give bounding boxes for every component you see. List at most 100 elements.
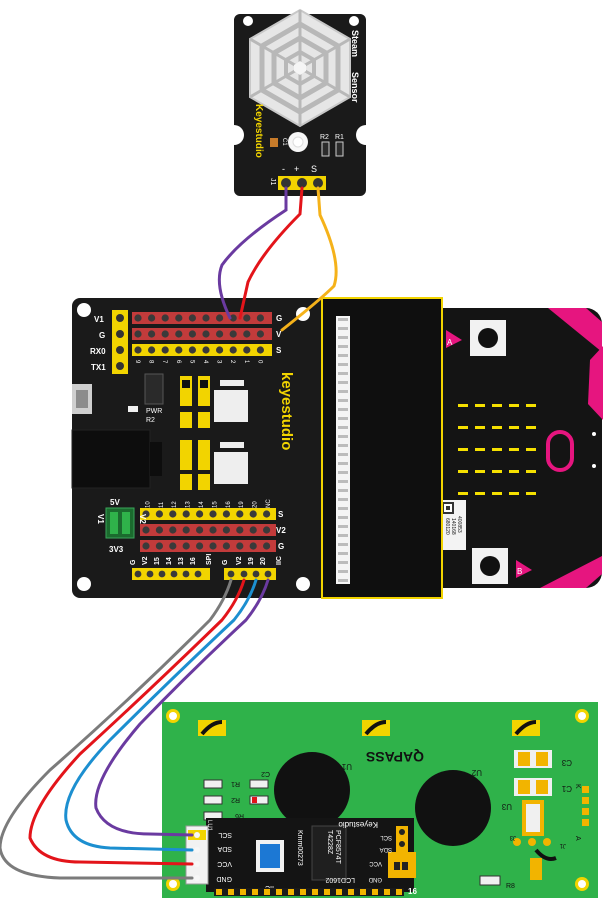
top-pin-rows bbox=[132, 312, 272, 356]
backpack-lcd-model: LCD1602 bbox=[325, 876, 355, 883]
pin-socket[interactable] bbox=[188, 314, 196, 322]
pin-socket[interactable] bbox=[229, 314, 237, 322]
pin-socket[interactable] bbox=[216, 330, 224, 338]
lcd-pin-scl[interactable] bbox=[194, 832, 200, 838]
pin-socket[interactable] bbox=[209, 510, 217, 518]
sensor-pin-vcc[interactable] bbox=[297, 178, 307, 188]
lcd-pin-gnd[interactable] bbox=[194, 875, 200, 881]
pin-socket[interactable] bbox=[256, 346, 264, 354]
pin-socket[interactable] bbox=[222, 526, 230, 534]
bottom-pin-label: NC bbox=[266, 499, 272, 508]
pin-socket[interactable] bbox=[175, 314, 183, 322]
iic-pin[interactable] bbox=[264, 570, 272, 578]
pin-socket[interactable] bbox=[263, 510, 271, 518]
lcd-pin-vcc[interactable] bbox=[194, 861, 200, 867]
pin-socket[interactable] bbox=[169, 526, 177, 534]
spi-pin[interactable] bbox=[158, 570, 166, 578]
pin-socket[interactable] bbox=[175, 330, 183, 338]
pin-socket[interactable] bbox=[222, 510, 230, 518]
iic-pin[interactable] bbox=[252, 570, 260, 578]
pin-socket[interactable] bbox=[209, 542, 217, 550]
pin-socket[interactable] bbox=[155, 510, 163, 518]
sensor-mount-hole-right bbox=[349, 16, 359, 26]
microbit-touch-logo[interactable] bbox=[546, 430, 574, 472]
pin-socket[interactable] bbox=[249, 542, 257, 550]
pin-socket[interactable] bbox=[182, 526, 190, 534]
pin-socket[interactable] bbox=[236, 542, 244, 550]
lcd-pin-sda[interactable] bbox=[194, 847, 200, 853]
bottom-pin-label: 12 bbox=[172, 501, 178, 508]
lcd-pin-header-label: LU1 bbox=[206, 820, 212, 832]
pin-socket[interactable] bbox=[256, 314, 264, 322]
qr-text-1: 400853 bbox=[456, 516, 462, 533]
pin-socket[interactable] bbox=[202, 330, 210, 338]
pin-socket[interactable] bbox=[222, 542, 230, 550]
pwr-led bbox=[128, 406, 138, 412]
pin-socket[interactable] bbox=[196, 542, 204, 550]
sensor-pin-signal[interactable] bbox=[313, 178, 323, 188]
pin-socket[interactable] bbox=[209, 526, 217, 534]
pin-socket[interactable] bbox=[148, 330, 156, 338]
spi-pin[interactable] bbox=[146, 570, 154, 578]
bottom-pin-rows bbox=[140, 508, 276, 552]
pin-socket[interactable] bbox=[202, 346, 210, 354]
power-switch[interactable] bbox=[144, 373, 164, 405]
pin-socket[interactable] bbox=[182, 510, 190, 518]
pin-socket[interactable] bbox=[256, 330, 264, 338]
sensor-pin-gnd[interactable] bbox=[281, 178, 291, 188]
pin-socket[interactable] bbox=[169, 542, 177, 550]
top-pin-label: 4 bbox=[202, 360, 208, 364]
pin-socket[interactable] bbox=[202, 314, 210, 322]
pin-socket[interactable] bbox=[249, 526, 257, 534]
pin-socket[interactable] bbox=[182, 542, 190, 550]
pin-socket[interactable] bbox=[142, 510, 150, 518]
pin-socket[interactable] bbox=[236, 510, 244, 518]
pin-socket[interactable] bbox=[229, 330, 237, 338]
pin-socket[interactable] bbox=[155, 526, 163, 534]
pin-socket[interactable] bbox=[243, 346, 251, 354]
pin-socket[interactable] bbox=[188, 346, 196, 354]
pin-socket[interactable] bbox=[263, 526, 271, 534]
pin-socket[interactable] bbox=[161, 314, 169, 322]
microbit-button-b[interactable] bbox=[472, 548, 508, 584]
pin-socket[interactable] bbox=[142, 526, 150, 534]
pin-socket[interactable] bbox=[249, 510, 257, 518]
pin-socket[interactable] bbox=[161, 330, 169, 338]
pin-socket[interactable] bbox=[216, 314, 224, 322]
spi-pin[interactable] bbox=[170, 570, 178, 578]
matrix-led bbox=[475, 492, 485, 495]
pin-socket[interactable] bbox=[236, 526, 244, 534]
pin-socket[interactable] bbox=[175, 346, 183, 354]
pin-socket[interactable] bbox=[161, 346, 169, 354]
pin-socket[interactable] bbox=[263, 542, 271, 550]
spi-pin[interactable] bbox=[182, 570, 190, 578]
pin-socket[interactable] bbox=[148, 346, 156, 354]
pin-socket[interactable] bbox=[188, 330, 196, 338]
pin-socket[interactable] bbox=[134, 314, 142, 322]
edge-contact bbox=[338, 543, 348, 546]
pin-socket[interactable] bbox=[148, 314, 156, 322]
iic-pin[interactable] bbox=[240, 570, 248, 578]
pin-socket[interactable] bbox=[243, 330, 251, 338]
pin-socket[interactable] bbox=[169, 510, 177, 518]
pin-socket[interactable] bbox=[243, 314, 251, 322]
pin-socket[interactable] bbox=[134, 346, 142, 354]
pin-socket[interactable] bbox=[134, 330, 142, 338]
edge-contact bbox=[338, 390, 348, 393]
iic-pin[interactable] bbox=[227, 570, 235, 578]
pin-socket[interactable] bbox=[142, 542, 150, 550]
microbit-pink-corner-top bbox=[548, 308, 602, 352]
spi-pin[interactable] bbox=[194, 570, 202, 578]
microbit-button-a[interactable] bbox=[470, 320, 506, 356]
spi-pin[interactable] bbox=[134, 570, 142, 578]
pin-socket[interactable] bbox=[216, 346, 224, 354]
pin-socket[interactable] bbox=[155, 542, 163, 550]
pin-socket[interactable] bbox=[229, 346, 237, 354]
power-jack bbox=[71, 429, 151, 489]
pin-socket[interactable] bbox=[196, 510, 204, 518]
voltage-jumper[interactable] bbox=[105, 507, 135, 539]
pin-socket[interactable] bbox=[196, 526, 204, 534]
qr-text-3: 680120 bbox=[444, 518, 450, 535]
